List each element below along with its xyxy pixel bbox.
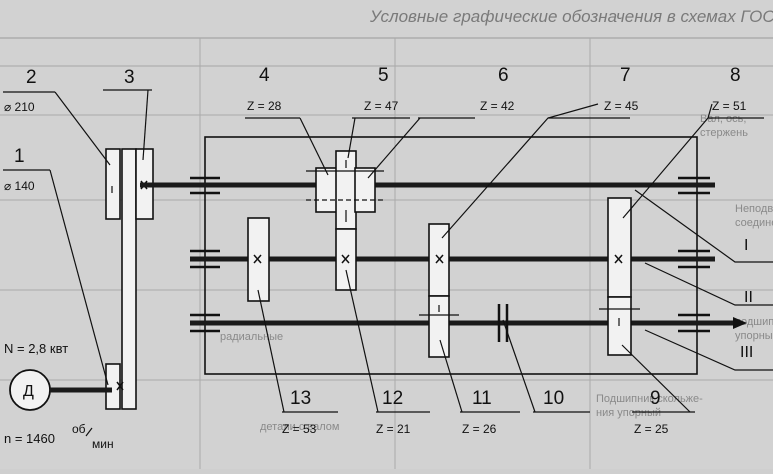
callout-number: 3 (124, 67, 135, 88)
callout-number: 12 (382, 388, 403, 409)
callout-number: 7 (620, 65, 631, 86)
gear-11 (428, 295, 450, 358)
background-row-text: подшипник (735, 316, 773, 328)
gear-teeth-label: Z = 47 (364, 99, 399, 113)
gear-6 (354, 167, 376, 213)
callout-number: 9 (650, 388, 661, 409)
gear-block-4-5-6 (306, 150, 384, 230)
gear-teeth-label: Z = 21 (376, 422, 411, 436)
callout-number: 8 (730, 65, 741, 86)
motor-symbol: Д (23, 383, 34, 400)
shaft-label-I: I (744, 237, 748, 254)
pulley-diameter-label: ⌀ 140 (4, 179, 35, 193)
callout-number: 6 (498, 65, 509, 86)
pulley-2 (105, 148, 121, 220)
background-row-text: Неподвижное (735, 203, 773, 215)
motor-speed-unit-bottom: мин (92, 437, 114, 451)
pulley-1 (105, 363, 121, 410)
background-row-text: радиальные (220, 331, 283, 343)
callout-number: 5 (378, 65, 389, 86)
clutch-10 (497, 304, 509, 342)
bearings (190, 176, 710, 333)
callout-number: 4 (259, 65, 270, 86)
motor-power: N = 2,8 квт (4, 341, 68, 356)
background-row-text: ния упорный (596, 407, 661, 419)
gear-teeth-label: Z = 45 (604, 99, 639, 113)
background-row-text: Вал, ось, (700, 113, 746, 125)
callout-number: 1 (14, 146, 25, 167)
belt (121, 148, 137, 410)
callout-number: 10 (543, 388, 564, 409)
pulley-diameter-label: ⌀ 210 (4, 100, 35, 114)
callout-number: 2 (26, 67, 37, 88)
background-title: Условные графические обозначения в схема… (369, 7, 773, 26)
shaft-label-II: II (744, 289, 753, 306)
background-row-text: детали с валом (260, 421, 339, 433)
background-row-text: соединение (735, 217, 773, 229)
callout-number: 13 (290, 388, 311, 409)
background-row-text: Подшипник скольже- (596, 393, 703, 405)
output-arrow (733, 317, 747, 329)
callout-number: 11 (472, 388, 492, 409)
gear-teeth-label: Z = 28 (247, 99, 282, 113)
leader-lines (3, 89, 773, 413)
electric-motor: Д (9, 369, 112, 411)
gear-teeth-label: Z = 42 (480, 99, 515, 113)
motor-speed: n = 1460 (4, 431, 55, 446)
shaft-label-III: III (740, 344, 753, 361)
gear-teeth-label: Z = 51 (712, 99, 747, 113)
motor-speed-unit-top: об (72, 422, 86, 436)
gear-teeth-label: Z = 26 (462, 422, 497, 436)
gear-teeth-label: Z = 53 (282, 422, 317, 436)
background-row-text: упорный (735, 330, 773, 342)
background-row-text: стержень (700, 127, 748, 139)
gear-teeth-label: Z = 25 (634, 422, 669, 436)
